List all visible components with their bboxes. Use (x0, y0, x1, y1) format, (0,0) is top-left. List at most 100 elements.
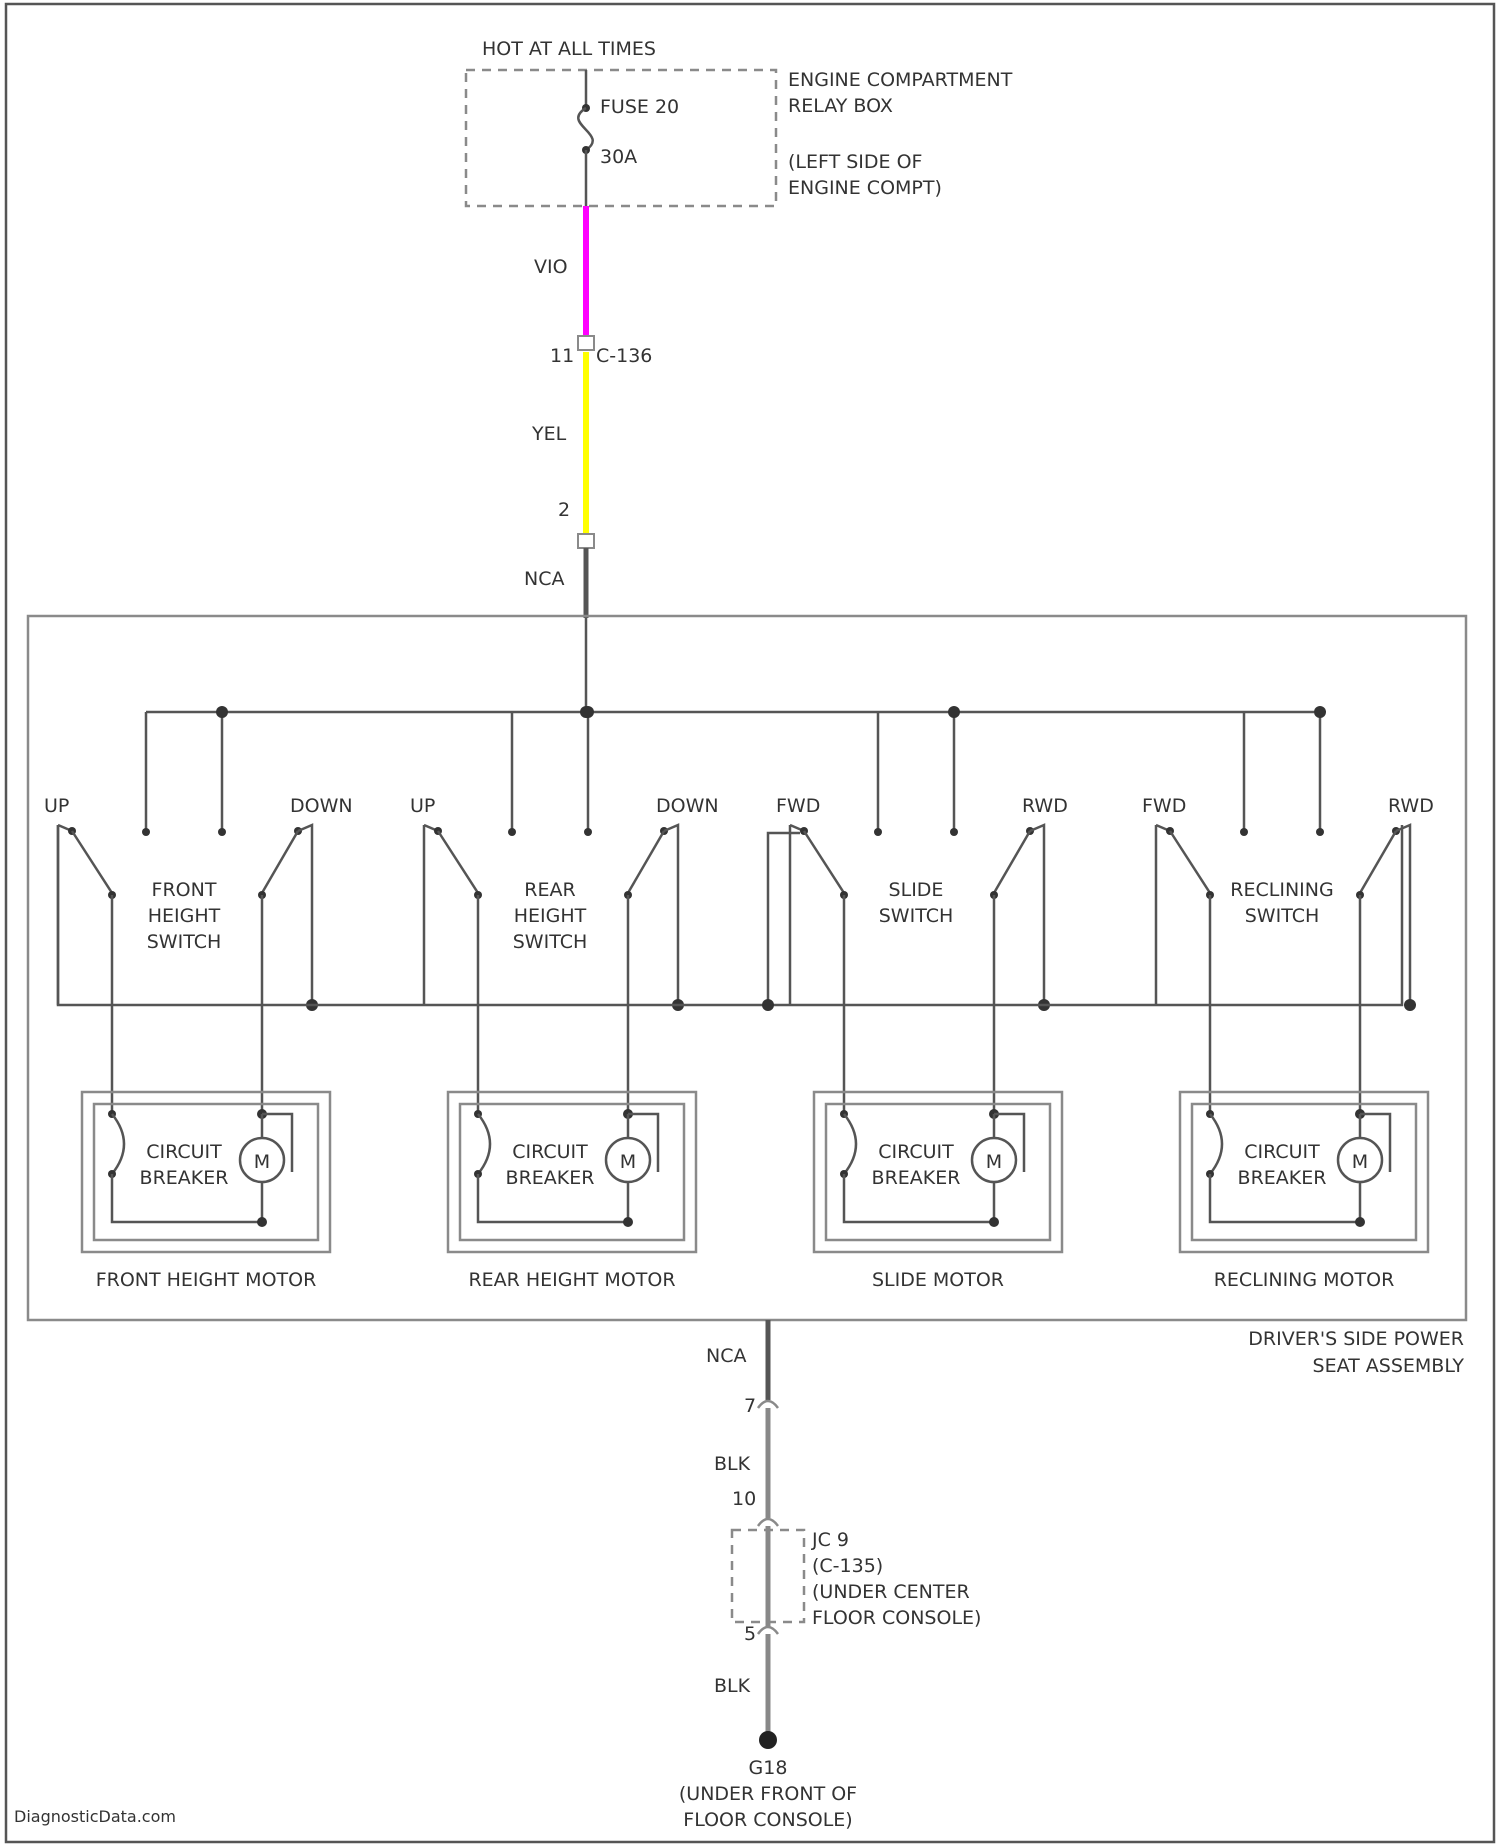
switch-right-blade (262, 831, 298, 893)
circuit-breaker-label-1: CIRCUIT (512, 1141, 588, 1163)
switch-supply-contact-left (874, 828, 882, 836)
switch-name-line-1: REAR (524, 879, 575, 901)
motor-terminal-bottom (989, 1217, 999, 1227)
switch-name-line-3: SWITCH (147, 931, 222, 953)
assembly-label-2: SEAT ASSEMBLY (1313, 1355, 1465, 1377)
nca-bottom-label: NCA (706, 1345, 746, 1367)
switch-right-label: DOWN (290, 795, 353, 817)
assembly-label-1: DRIVER'S SIDE POWER (1248, 1328, 1464, 1350)
main-supply-junction (580, 706, 592, 718)
switch-left-label: FWD (1142, 795, 1186, 817)
circuit-breaker-label-1: CIRCUIT (146, 1141, 222, 1163)
motor-symbol: M (1352, 1151, 1368, 1173)
relay-box-label-3: (LEFT SIDE OF (788, 151, 922, 173)
switch-supply-contact-left (1240, 828, 1248, 836)
ground-feed-wire (768, 833, 800, 1005)
connector-c136-icon (578, 336, 594, 350)
switch-left-label: UP (44, 795, 69, 817)
common-bus (58, 825, 1402, 1005)
motor-terminal-bottom (257, 1217, 267, 1227)
circuit-breaker-label-1: CIRCUIT (878, 1141, 954, 1163)
switch-right-label: RWD (1388, 795, 1434, 817)
hot-at-all-times-label: HOT AT ALL TIMES (482, 38, 656, 60)
ground-id-label: G18 (749, 1757, 788, 1779)
switch-supply-contact-right (584, 828, 592, 836)
switch-name-line-1: SLIDE (889, 879, 944, 901)
motor-label: REAR HEIGHT MOTOR (468, 1269, 675, 1291)
switch-right-label: RWD (1022, 795, 1068, 817)
switch-left-blade (438, 831, 478, 893)
motor-label: RECLINING MOTOR (1214, 1269, 1395, 1291)
switch-left-blade (804, 831, 844, 893)
fuse-icon (578, 108, 592, 150)
connector-c136-label: C-136 (596, 345, 652, 367)
pin-7-label: 7 (744, 1395, 756, 1417)
bus-junction (1404, 999, 1416, 1011)
fuse-rating: 30A (600, 146, 637, 168)
jc-label-3: (UNDER CENTER (812, 1581, 970, 1603)
seat-assembly-outline (28, 616, 1466, 1320)
switch-supply-contact-right (218, 828, 226, 836)
circuit-breaker-label-2: BREAKER (140, 1167, 229, 1189)
switch-name-line-2: SWITCH (1245, 905, 1320, 927)
switch-name-line-2: HEIGHT (514, 905, 587, 927)
circuit-breaker-icon (844, 1114, 856, 1174)
blk-wire-1-label: BLK (714, 1453, 751, 1475)
switch-name-line-3: SWITCH (513, 931, 588, 953)
circuit-breaker-label-2: BREAKER (872, 1167, 961, 1189)
supply-junction (1314, 706, 1326, 718)
switch-right-rail (1030, 825, 1044, 1005)
jc-label-1: JC 9 (811, 1529, 849, 1551)
ground-location-2: FLOOR CONSOLE) (683, 1809, 852, 1831)
motor-terminal-bottom (623, 1217, 633, 1227)
connector-pin10-icon (758, 1519, 778, 1526)
supply-junction (948, 706, 960, 718)
watermark: DiagnosticData.com (14, 1807, 176, 1826)
switch-supply-contact-right (950, 828, 958, 836)
motor-symbol: M (986, 1151, 1002, 1173)
connector-pin5-icon (758, 1627, 778, 1634)
switch-supply-contact-left (142, 828, 150, 836)
vio-wire-label: VIO (534, 256, 568, 278)
yel-wire-label: YEL (531, 423, 567, 445)
switch-right-blade (994, 831, 1030, 893)
connector-pin7-icon (758, 1401, 778, 1408)
jc-label-4: FLOOR CONSOLE) (812, 1607, 981, 1629)
switch-name-line-1: RECLINING (1230, 879, 1333, 901)
switch-left-label: UP (410, 795, 435, 817)
pin-5-label: 5 (744, 1623, 756, 1645)
pin-10-label: 10 (732, 1488, 756, 1510)
circuit-breaker-icon (1210, 1114, 1222, 1174)
relay-box-label-4: ENGINE COMPT) (788, 177, 942, 199)
nca-top-label: NCA (524, 568, 564, 590)
supply-junction (216, 706, 228, 718)
circuit-breaker-label-2: BREAKER (1238, 1167, 1327, 1189)
switch-right-label: DOWN (656, 795, 719, 817)
switch-supply-contact-right (1316, 828, 1324, 836)
switch-right-rail (298, 825, 312, 1005)
switch-right-blade (1360, 831, 1396, 893)
ground-feed-junction (762, 999, 774, 1011)
switch-left-label: FWD (776, 795, 820, 817)
switch-name-line-2: HEIGHT (148, 905, 221, 927)
motor-terminal-bottom (1355, 1217, 1365, 1227)
circuit-breaker-icon (478, 1114, 490, 1174)
switch-name-line-2: SWITCH (879, 905, 954, 927)
switch-left-blade (1170, 831, 1210, 893)
relay-box-outline (466, 70, 776, 206)
relay-box-label-1: ENGINE COMPARTMENT (788, 69, 1013, 91)
relay-box-label-2: RELAY BOX (788, 95, 893, 117)
pin-2-label: 2 (558, 499, 570, 521)
circuit-breaker-label-2: BREAKER (506, 1167, 595, 1189)
connector-pin2-icon (578, 534, 594, 548)
fuse-name: FUSE 20 (600, 96, 679, 118)
motor-label: FRONT HEIGHT MOTOR (96, 1269, 317, 1291)
switch-name-line-1: FRONT (152, 879, 217, 901)
motor-label: SLIDE MOTOR (872, 1269, 1004, 1291)
motor-symbol: M (254, 1151, 270, 1173)
blk-wire-2-label: BLK (714, 1675, 751, 1697)
switch-left-blade (72, 831, 112, 893)
circuit-breaker-icon (112, 1114, 124, 1174)
switch-right-blade (628, 831, 664, 893)
